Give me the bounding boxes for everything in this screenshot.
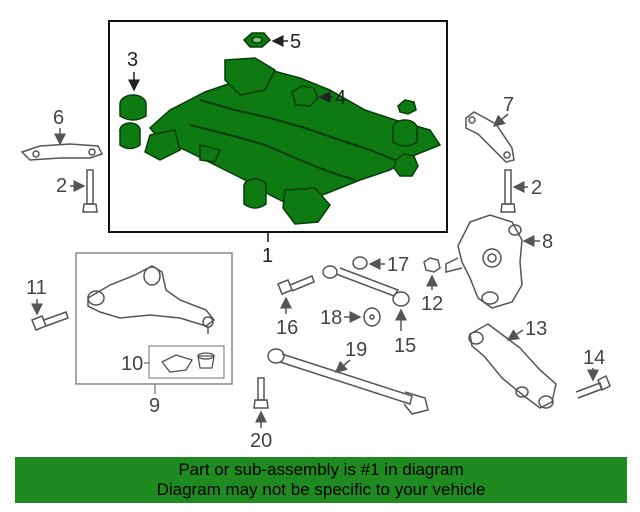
- callout-12: 12: [421, 293, 443, 315]
- washer-17[interactable]: [352, 256, 368, 270]
- bushing-4: [291, 85, 319, 107]
- callout-1: 1: [262, 245, 273, 267]
- bolt-14[interactable]: [575, 374, 611, 399]
- bushing-left-lower: [119, 122, 141, 150]
- bolt-11[interactable]: [31, 311, 69, 331]
- nut-12[interactable]: [423, 257, 441, 273]
- callout-7: 7: [503, 94, 514, 116]
- callout-8: 8: [542, 231, 553, 253]
- callout-10: 10: [121, 353, 143, 375]
- knuckle-8[interactable]: [445, 214, 523, 309]
- lower-arm-box-9[interactable]: [75, 252, 233, 385]
- link-upper[interactable]: [322, 265, 410, 307]
- subframe-assembly-box[interactable]: [108, 20, 448, 233]
- callout-9: 9: [149, 395, 160, 417]
- bolt-2-right[interactable]: [500, 169, 516, 213]
- callout-11: 11: [26, 277, 47, 299]
- callout-16: 16: [276, 317, 298, 339]
- callout-15: 15: [394, 335, 416, 357]
- bracket-7[interactable]: [465, 111, 515, 163]
- bushing-kit-10: [160, 352, 215, 373]
- bushing-3: [119, 94, 147, 121]
- callout-19: 19: [345, 339, 367, 361]
- bracket-6[interactable]: [20, 143, 104, 161]
- washer-18[interactable]: [363, 307, 381, 327]
- callout-17: 17: [387, 254, 409, 276]
- bolt-2-left[interactable]: [82, 169, 98, 213]
- callout-20: 20: [250, 430, 272, 452]
- callout-18: 18: [320, 307, 342, 329]
- callout-4: 4: [335, 87, 346, 109]
- lateral-link-19[interactable]: [267, 348, 429, 415]
- nut-5: [242, 32, 272, 48]
- banner-line-2: Diagram may not be specific to your vehi…: [156, 480, 486, 499]
- lower-arm: [87, 265, 216, 334]
- callout-2-right: 2: [531, 177, 542, 199]
- bolt-16[interactable]: [277, 275, 315, 295]
- callout-5: 5: [290, 31, 301, 53]
- callout-6: 6: [53, 107, 64, 129]
- callout-2-left: 2: [56, 175, 67, 197]
- part-notice-banner: Part or sub-assembly is #1 in diagram Di…: [15, 457, 627, 503]
- bolt-20[interactable]: [253, 377, 269, 409]
- banner-line-1: Part or sub-assembly is #1 in diagram: [178, 460, 464, 479]
- bushing-right: [392, 99, 419, 177]
- callout-14: 14: [583, 347, 605, 369]
- trailing-arm-13[interactable]: [468, 323, 557, 409]
- bushing-lower-left: [243, 178, 267, 209]
- callout-3: 3: [127, 49, 138, 71]
- callout-13: 13: [525, 318, 547, 340]
- subframe-crossmember: [144, 57, 442, 225]
